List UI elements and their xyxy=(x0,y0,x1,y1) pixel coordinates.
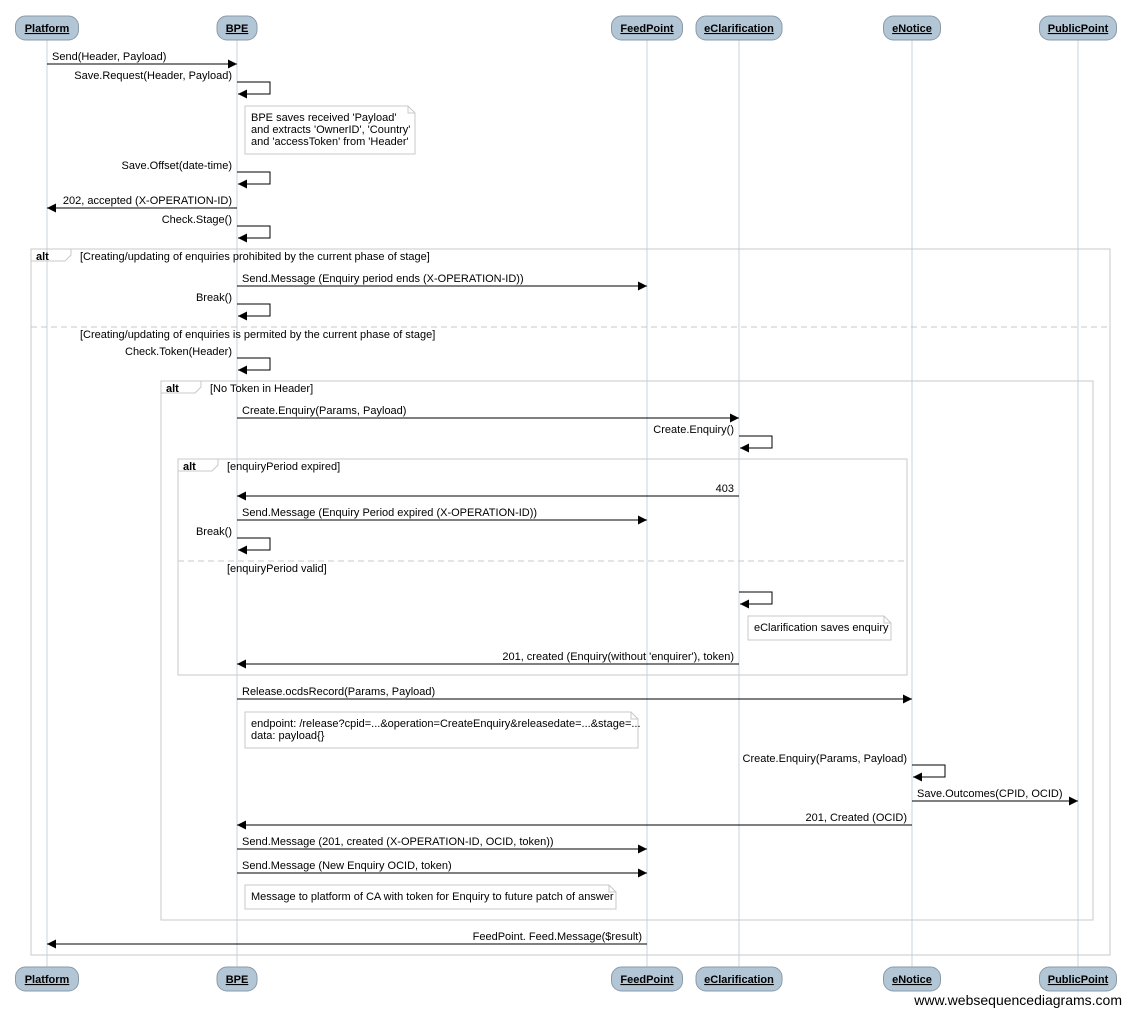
message-label: FeedPoint. Feed.Message($result) xyxy=(473,931,642,943)
participant-feedpoint-bottom[interactable]: FeedPoint xyxy=(611,966,683,992)
participant-label: FeedPoint xyxy=(620,974,674,986)
alt-fragment: alt [No Token in Header] xyxy=(160,380,1094,921)
note: Message to platform of CA with token for… xyxy=(244,884,617,910)
message-arrow: 201, Created (OCID) xyxy=(237,812,912,830)
message-label: Create.Enquiry(Params, Payload) xyxy=(242,405,406,417)
message-label: 403 xyxy=(716,483,734,495)
fragment-condition: [Creating/updating of enquiries is permi… xyxy=(80,329,435,341)
note: BPE saves received 'Payload'and extracts… xyxy=(244,105,416,155)
note-text: and extracts 'OwnerID', 'Country' xyxy=(251,124,410,136)
participant-label: PublicPoint xyxy=(1048,974,1109,986)
self-message: Save.Request(Header, Payload) xyxy=(74,70,271,99)
participant-label: FeedPoint xyxy=(620,23,674,35)
self-message: Save.Offset(date-time) xyxy=(122,160,271,189)
note-text: Message to platform of CA with token for… xyxy=(251,891,614,903)
message-label: Send.Message (201, created (X-OPERATION-… xyxy=(242,836,554,848)
note-text: eClarification saves enquiry xyxy=(754,622,889,634)
participant-label: Platform xyxy=(25,974,70,986)
alt-fragment: alt [enquiryPeriod expired] [enquiryPeriod… xyxy=(177,458,908,676)
participant-label: BPE xyxy=(226,23,249,35)
participant-label: Platform xyxy=(25,23,70,35)
self-message: Check.Stage() xyxy=(162,214,271,243)
message-label: Send.Message (New Enquiry OCID, token) xyxy=(242,860,452,872)
note: endpoint: /release?cpid=...&operation=Cr… xyxy=(244,711,641,749)
alt-fragment: alt [Creating/updating of enquiries prohi… xyxy=(30,248,1111,956)
note-text: data: payload{} xyxy=(251,730,325,742)
fragment-keyword: alt xyxy=(183,461,196,473)
message-label: Send(Header, Payload) xyxy=(52,51,166,63)
participant-bpe-bottom[interactable]: BPE xyxy=(216,966,258,992)
self-message: Break() xyxy=(196,526,271,555)
participant-bpe-top[interactable]: BPE xyxy=(216,15,258,41)
fragment-condition: [Creating/updating of enquiries prohibit… xyxy=(80,251,430,263)
message-label: Break() xyxy=(196,526,232,538)
message-arrow: FeedPoint. Feed.Message($result) xyxy=(47,931,647,949)
message-label: 202, accepted (X-OPERATION-ID) xyxy=(63,195,232,207)
participant-enotice-top[interactable]: eNotice xyxy=(883,15,941,41)
participant-label: eClarification xyxy=(704,23,774,35)
message-label: Save.Outcomes(CPID, OCID) xyxy=(917,788,1062,800)
message-label: Save.Request(Header, Payload) xyxy=(74,70,232,82)
participant-eclarification-top[interactable]: eClarification xyxy=(695,15,783,41)
message-label: Break() xyxy=(196,292,232,304)
participant-label: eClarification xyxy=(704,974,774,986)
message-arrow: Send(Header, Payload) xyxy=(47,51,237,69)
fragment-keyword: alt xyxy=(36,251,49,263)
fragment-condition: [enquiryPeriod valid] xyxy=(227,563,327,575)
fragment-condition: [No Token in Header] xyxy=(210,383,313,395)
participant-publicpoint-bottom[interactable]: PublicPoint xyxy=(1039,966,1117,992)
participant-label: PublicPoint xyxy=(1048,23,1109,35)
self-message: Check.Token(Header) xyxy=(125,346,271,375)
participant-eclarification-bottom[interactable]: eClarification xyxy=(695,966,783,992)
participant-platform-top[interactable]: Platform xyxy=(15,15,79,41)
message-label: Save.Offset(date-time) xyxy=(122,160,232,172)
message-arrow: Send.Message (New Enquiry OCID, token) xyxy=(237,860,647,878)
message-arrow: 403 xyxy=(237,483,739,501)
participant-label: eNotice xyxy=(892,23,932,35)
message-label: Create.Enquiry(Params, Payload) xyxy=(743,753,907,765)
message-arrow: Send.Message (Enquiry Period expired (X-… xyxy=(237,507,647,525)
self-message: Create.Enquiry(Params, Payload) xyxy=(743,753,946,782)
message-label: Send.Message (Enquiry period ends (X-OPE… xyxy=(242,273,524,285)
message-arrow: Create.Enquiry(Params, Payload) xyxy=(237,405,739,423)
message-label: 201, created (Enquiry(without 'enquirer'… xyxy=(502,651,734,663)
participant-publicpoint-top[interactable]: PublicPoint xyxy=(1039,15,1117,41)
watermark-text: www.websequencediagrams.com xyxy=(913,992,1122,1008)
note-text: and 'accessToken' from 'Header' xyxy=(251,136,409,148)
participant-feedpoint-top[interactable]: FeedPoint xyxy=(611,15,683,41)
note-text: BPE saves received 'Payload' xyxy=(251,112,396,124)
message-arrow: Save.Outcomes(CPID, OCID) xyxy=(912,788,1078,806)
fragment-condition: [enquiryPeriod expired] xyxy=(227,461,340,473)
self-message xyxy=(739,591,773,609)
message-arrow: 201, created (Enquiry(without 'enquirer'… xyxy=(237,651,739,669)
note-text: endpoint: /release?cpid=...&operation=Cr… xyxy=(251,718,641,730)
message-label: 201, Created (OCID) xyxy=(806,812,907,824)
message-label: Create.Enquiry() xyxy=(653,424,734,436)
message-label: Check.Token(Header) xyxy=(125,346,232,358)
message-arrow: Release.ocdsRecord(Params, Payload) xyxy=(237,686,912,704)
message-arrow: 202, accepted (X-OPERATION-ID) xyxy=(47,195,237,213)
self-message: Create.Enquiry() xyxy=(653,424,773,453)
fragment-keyword: alt xyxy=(166,383,179,395)
message-label: Check.Stage() xyxy=(162,214,232,226)
message-arrow: Send.Message (Enquiry period ends (X-OPE… xyxy=(237,273,647,291)
participant-platform-bottom[interactable]: Platform xyxy=(15,966,79,992)
participant-enotice-bottom[interactable]: eNotice xyxy=(883,966,941,992)
participant-label: eNotice xyxy=(892,974,932,986)
participant-label: BPE xyxy=(226,974,249,986)
message-label: Release.ocdsRecord(Params, Payload) xyxy=(242,686,435,698)
note: eClarification saves enquiry xyxy=(747,615,892,641)
message-arrow: Send.Message (201, created (X-OPERATION-… xyxy=(237,836,647,854)
message-label: Send.Message (Enquiry Period expired (X-… xyxy=(242,507,537,519)
self-message: Break() xyxy=(196,292,271,321)
